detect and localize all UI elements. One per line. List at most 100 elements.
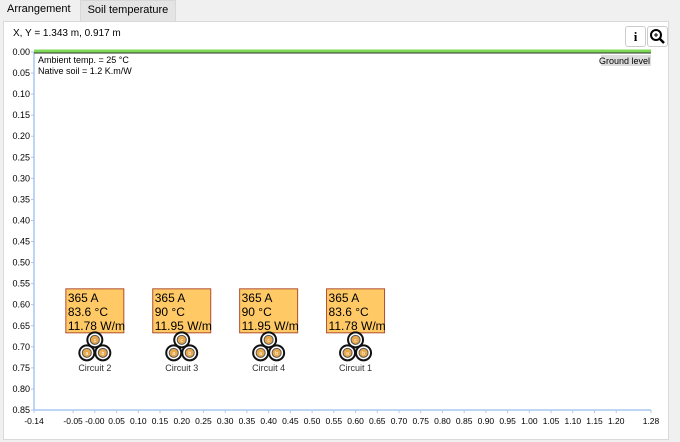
phase-label: b: [362, 351, 365, 357]
y-tick-label: 0.45: [12, 237, 30, 247]
circuit-info-box[interactable]: [326, 288, 386, 334]
x-tick-label: 0.80: [434, 416, 451, 426]
magnifier-icon: [650, 29, 665, 44]
cable-core: [350, 334, 361, 345]
y-tick-label: 0.55: [12, 279, 30, 289]
tab-soil-temperature[interactable]: Soil temperature: [79, 0, 177, 21]
phase-label: b: [275, 351, 278, 357]
x-tick-label: 0.90: [478, 416, 495, 426]
cable-core: [358, 347, 369, 358]
cable-core: [255, 347, 266, 358]
y-tick-label: 0.05: [12, 68, 30, 78]
circuit-info-box[interactable]: [152, 288, 212, 334]
circuit-info-text: 365 A: [242, 291, 273, 305]
x-tick-label: -0.00: [85, 416, 105, 426]
y-tick-label: 0.20: [12, 131, 30, 141]
cable-core: [184, 347, 195, 358]
x-tick-label: 0.05: [108, 416, 125, 426]
cable-core: [97, 347, 108, 358]
circuit-info-text: 83.6 °C: [329, 305, 369, 319]
circuit-label: Circuit 1: [339, 363, 372, 373]
y-tick-label: 0.10: [12, 89, 30, 99]
x-tick-label: 1.10: [565, 416, 582, 426]
cable-core: [168, 347, 179, 358]
circuit-info-box[interactable]: [65, 288, 125, 334]
y-tick-label: 0.80: [12, 384, 30, 394]
y-tick-label: 0.00: [12, 47, 30, 57]
cable-core: [89, 334, 100, 345]
x-tick-label: 0.85: [456, 416, 473, 426]
cable-core: [342, 347, 353, 358]
circuit-label: Circuit 2: [78, 363, 111, 373]
y-tick-label: 0.75: [12, 363, 30, 373]
circuit-info-text: 11.78 W/m: [329, 319, 386, 333]
x-tick-label: 0.40: [260, 416, 277, 426]
y-tick-label: 0.70: [12, 342, 30, 352]
x-tick-label: 0.55: [326, 416, 343, 426]
circuit-info-box[interactable]: [239, 288, 299, 334]
y-tick-label: 0.60: [12, 300, 30, 310]
circuit-info-text: 11.78 W/m: [68, 319, 125, 333]
tab-bar: Arrangement Soil temperature: [0, 0, 177, 21]
x-tick-label: 1.00: [521, 416, 538, 426]
x-tick-label: 0.20: [173, 416, 190, 426]
x-tick-label: 0.75: [412, 416, 429, 426]
phase-label: a: [172, 351, 175, 357]
x-tick-label: 0.15: [152, 416, 169, 426]
phase-label: b: [188, 351, 191, 357]
circuit-info-text: 83.6 °C: [68, 305, 108, 319]
phase-label: c: [94, 338, 97, 344]
x-tick-label: 1.20: [608, 416, 625, 426]
circuit-info-text: 365 A: [68, 291, 99, 305]
x-tick-label: 0.30: [217, 416, 234, 426]
circuit-label: Circuit 3: [165, 363, 198, 373]
cable-core: [176, 334, 187, 345]
circuit-info-text: 365 A: [329, 291, 360, 305]
circuit-label: Circuit 4: [252, 363, 285, 373]
annotation: Native soil = 1.2 K.m/W: [38, 66, 132, 76]
cable-core: [271, 347, 282, 358]
x-tick-label: 0.25: [195, 416, 212, 426]
x-tick-label: 0.60: [347, 416, 364, 426]
phase-label: c: [180, 338, 183, 344]
ground-label-bg: [601, 55, 651, 66]
y-tick-label: 0.50: [12, 258, 30, 268]
ground-label: Ground level: [599, 56, 650, 66]
arrangement-panel: X, Y = 1.343 m, 0.917 m i: [3, 21, 669, 440]
circuit-info-text: 365 A: [155, 291, 186, 305]
y-tick-label: 0.85: [12, 405, 30, 415]
x-tick-label: 0.10: [130, 416, 147, 426]
x-tick-label: -0.14: [24, 416, 44, 426]
y-tick-label: 0.35: [12, 194, 30, 204]
x-tick-label: 1.28: [643, 416, 660, 426]
cable-core: [263, 334, 274, 345]
annotation: Ambient temp. = 25 °C: [38, 55, 129, 65]
phase-label: a: [346, 351, 349, 357]
phase-label: b: [101, 351, 104, 357]
x-tick-label: 0.70: [391, 416, 408, 426]
y-tick-label: 0.25: [12, 152, 30, 162]
x-tick-label: 0.45: [282, 416, 299, 426]
circuit-info-text: 90 °C: [242, 305, 272, 319]
y-tick-label: 0.65: [12, 321, 30, 331]
x-tick-label: 1.15: [586, 416, 603, 426]
x-tick-label: 0.65: [369, 416, 386, 426]
info-button[interactable]: i: [625, 26, 646, 47]
phase-label: c: [267, 338, 270, 344]
x-tick-label: -0.05: [63, 416, 83, 426]
y-tick-label: 0.15: [12, 110, 30, 120]
circuit-info-text: 11.95 W/m: [155, 319, 212, 333]
coordinate-readout: X, Y = 1.343 m, 0.917 m: [13, 28, 121, 39]
tab-arrangement[interactable]: Arrangement: [0, 0, 78, 20]
phase-label: a: [85, 351, 88, 357]
cable-core: [81, 347, 92, 358]
x-tick-label: 0.95: [499, 416, 516, 426]
circuit-info-text: 11.95 W/m: [242, 319, 299, 333]
y-tick-label: 0.30: [12, 173, 30, 183]
x-tick-label: 1.05: [543, 416, 560, 426]
zoom-button[interactable]: [647, 26, 668, 47]
y-tick-label: 0.40: [12, 215, 30, 225]
phase-label: c: [354, 338, 357, 344]
phase-label: a: [259, 351, 262, 357]
